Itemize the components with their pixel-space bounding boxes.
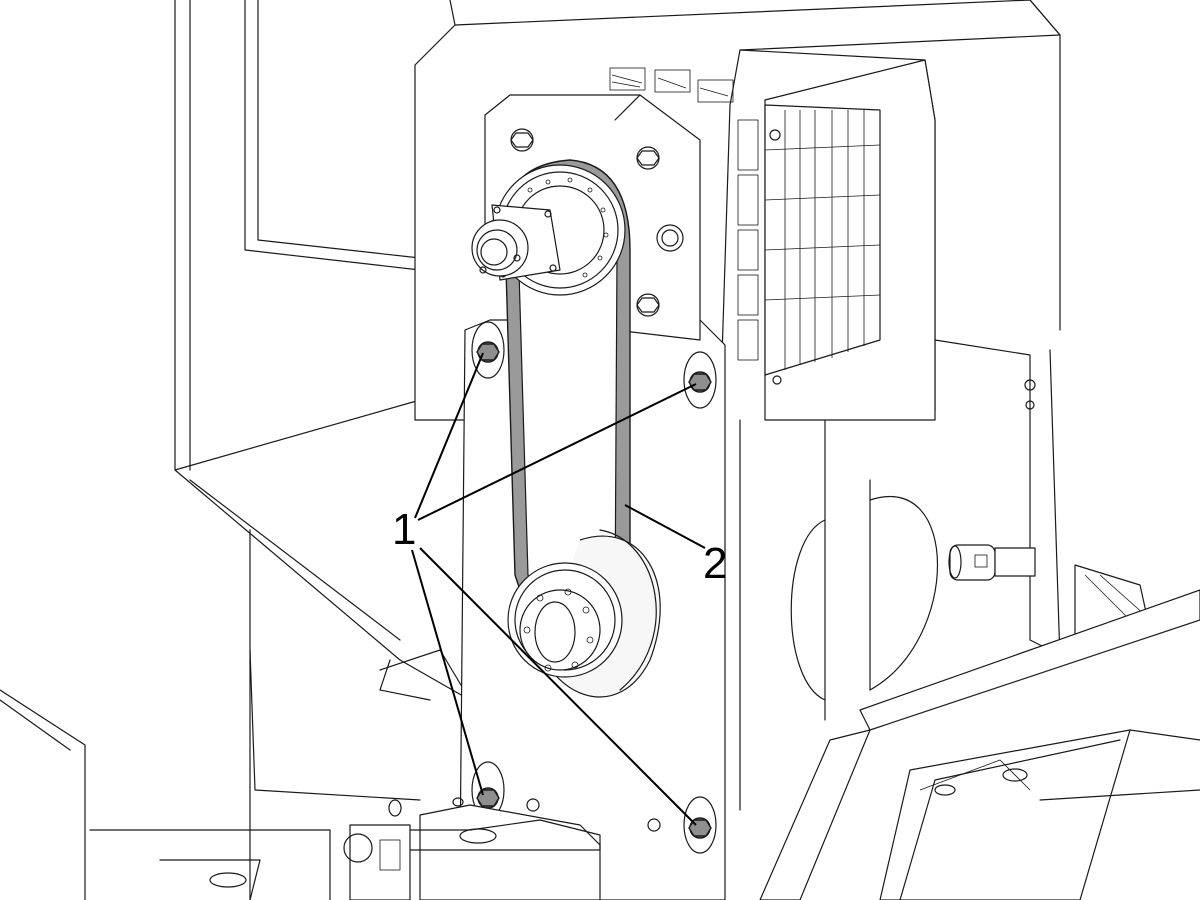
bolt-icon — [510, 128, 534, 152]
bolt-icon — [683, 796, 717, 854]
drive-pulley — [471, 164, 626, 296]
callout-label-2: 2 — [703, 539, 727, 588]
fixing-bolts — [471, 321, 717, 854]
hopper — [759, 589, 1200, 900]
callout-leaders — [411, 352, 706, 826]
pulley-icon — [507, 529, 661, 698]
base-components — [343, 797, 601, 900]
left-grille — [737, 119, 759, 361]
bolt-icon — [636, 146, 660, 170]
background-frame — [0, 0, 471, 900]
callout-label-1: 1 — [392, 505, 416, 554]
bolt-icon — [636, 293, 660, 317]
grille-icon — [764, 104, 881, 385]
plate-bolts — [510, 128, 660, 317]
bolt-icon — [471, 321, 505, 379]
bolt-icon — [683, 351, 717, 409]
